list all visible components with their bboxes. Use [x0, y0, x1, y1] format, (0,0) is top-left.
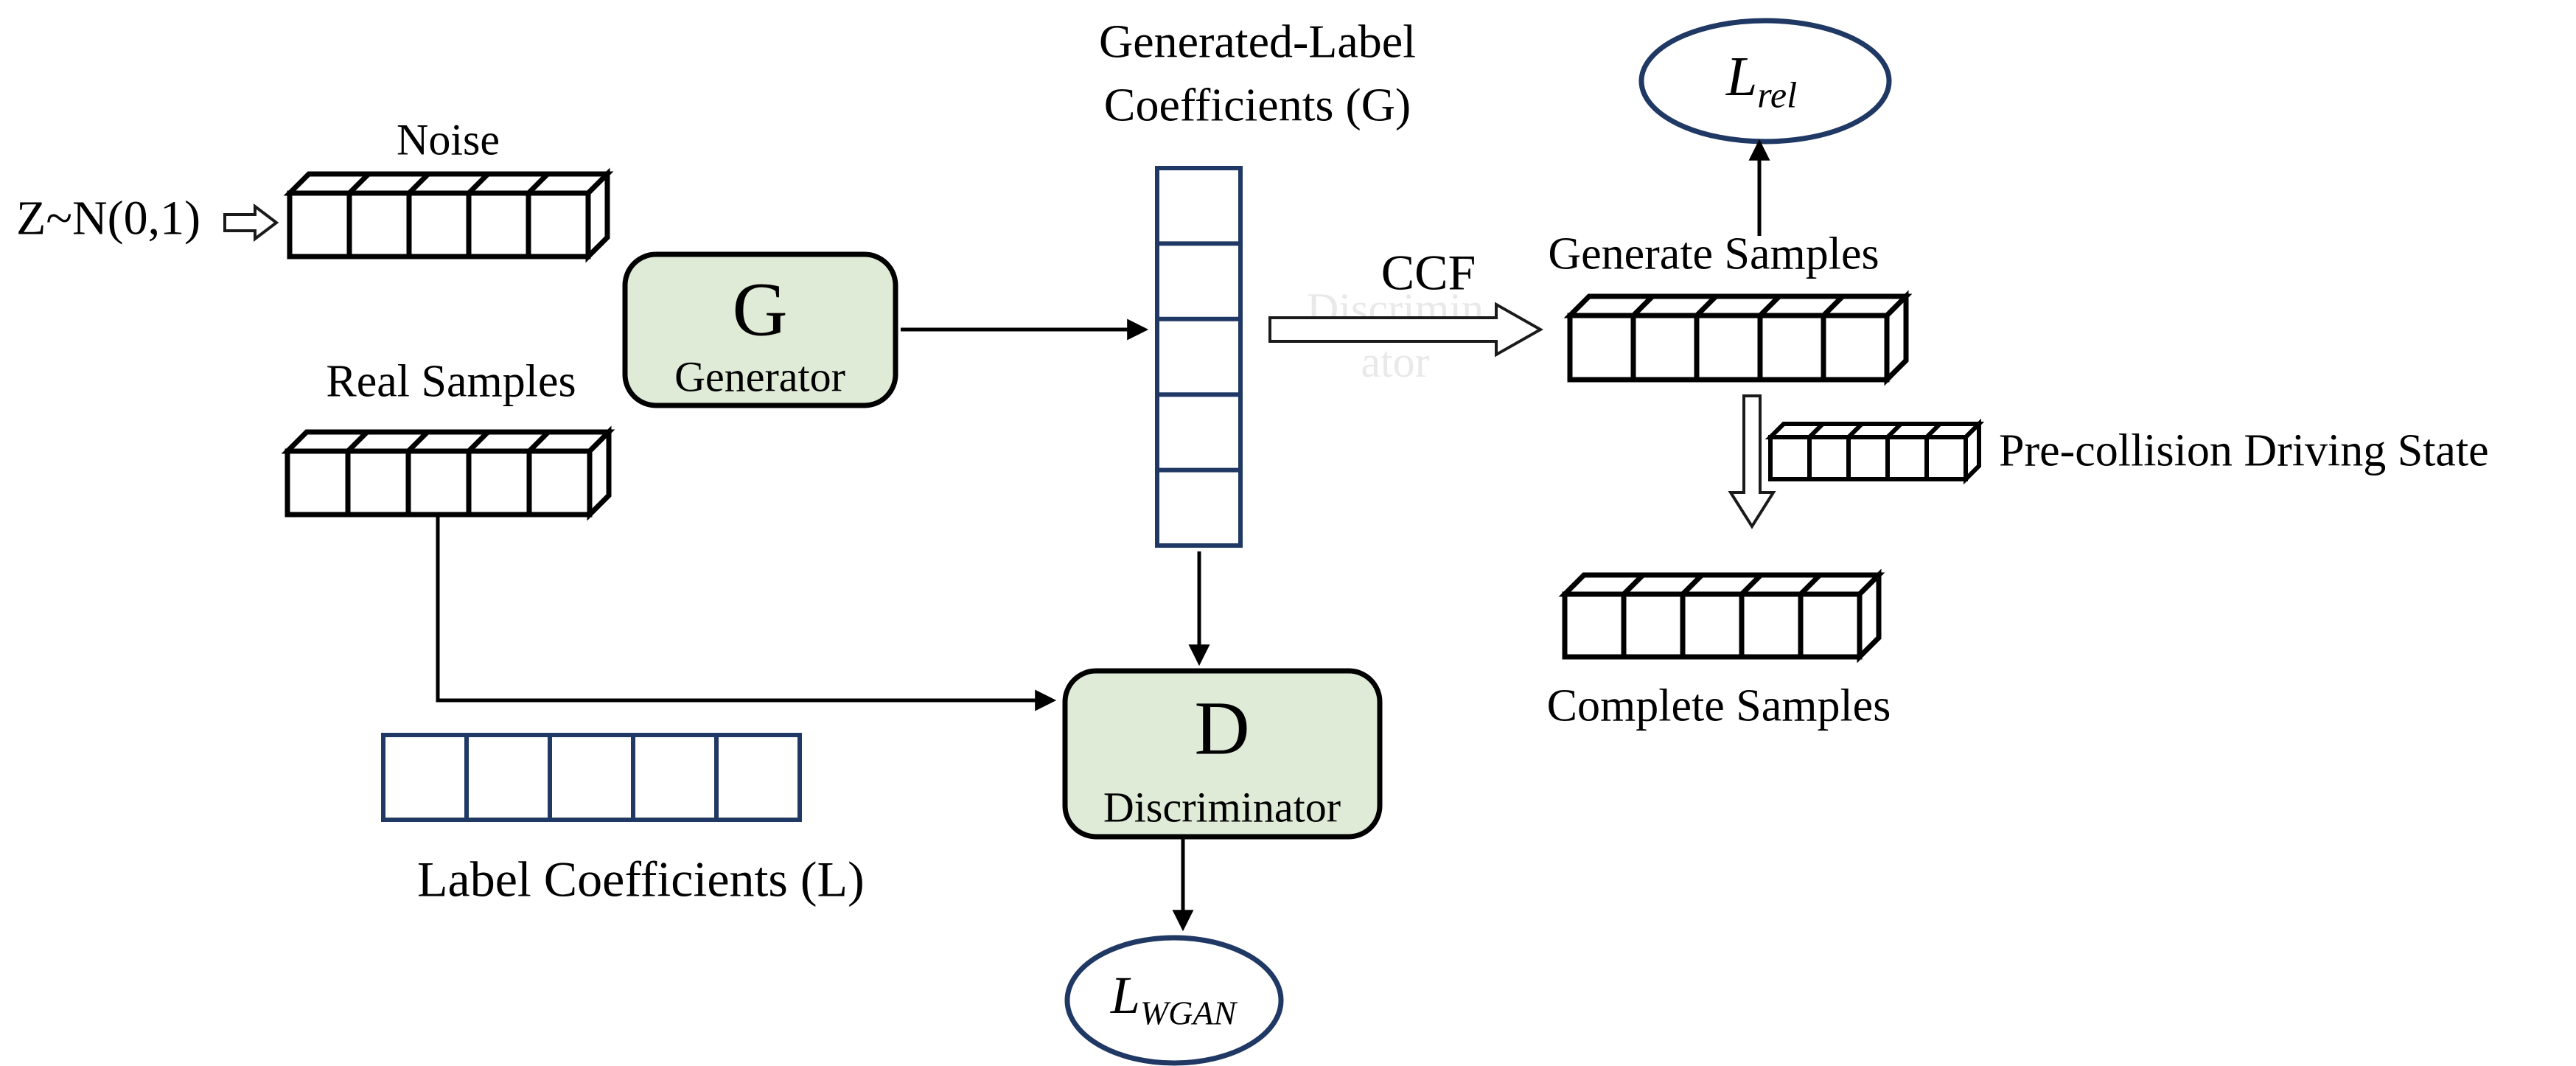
generate-samples-label: Generate Samples: [1548, 229, 1879, 279]
complete-samples-label: Complete Samples: [1546, 680, 1891, 731]
noise-label: Noise: [397, 115, 500, 164]
pre-collision-label: Pre-collision Driving State: [1999, 425, 2489, 476]
generator-letter: G: [732, 267, 788, 352]
discriminator-label: Discriminator: [1103, 783, 1341, 832]
ccf-arrow: [1268, 302, 1544, 358]
generated-coefficients-column: [1155, 166, 1243, 548]
generate-samples-box-3d: [1563, 290, 1913, 386]
label-coefficients-row: [381, 733, 802, 822]
pre-collision-box-3d: [1765, 418, 1985, 485]
ccf-label: CCF: [1381, 244, 1476, 301]
loss-wgan-label: LWGAN: [1110, 966, 1237, 1032]
generated-label-coefficients-title: Generated-Label Coefficients (G): [1099, 15, 1416, 131]
loss-rel-label: Lrel: [1726, 46, 1797, 116]
complete-samples-box-3d: [1558, 568, 1885, 663]
lwgan-ellipse: [1064, 935, 1284, 1066]
generator-label: Generator: [674, 352, 845, 401]
real-to-discriminator-arrow: [436, 516, 1057, 711]
label-coefficients-label: Label Coefficients (L): [417, 851, 865, 908]
real-samples-box-3d: [281, 425, 615, 521]
real-samples-label: Real Samples: [326, 356, 576, 407]
discriminator-box: [1062, 668, 1383, 840]
noise-box-3d: [283, 167, 614, 263]
merge-samples-arrow: [1728, 394, 1776, 529]
generator-box: [622, 251, 898, 408]
noise-input-arrow: [223, 203, 279, 243]
noise-input-label: Z~N(0,1): [16, 191, 201, 245]
discriminator-letter: D: [1194, 686, 1250, 771]
